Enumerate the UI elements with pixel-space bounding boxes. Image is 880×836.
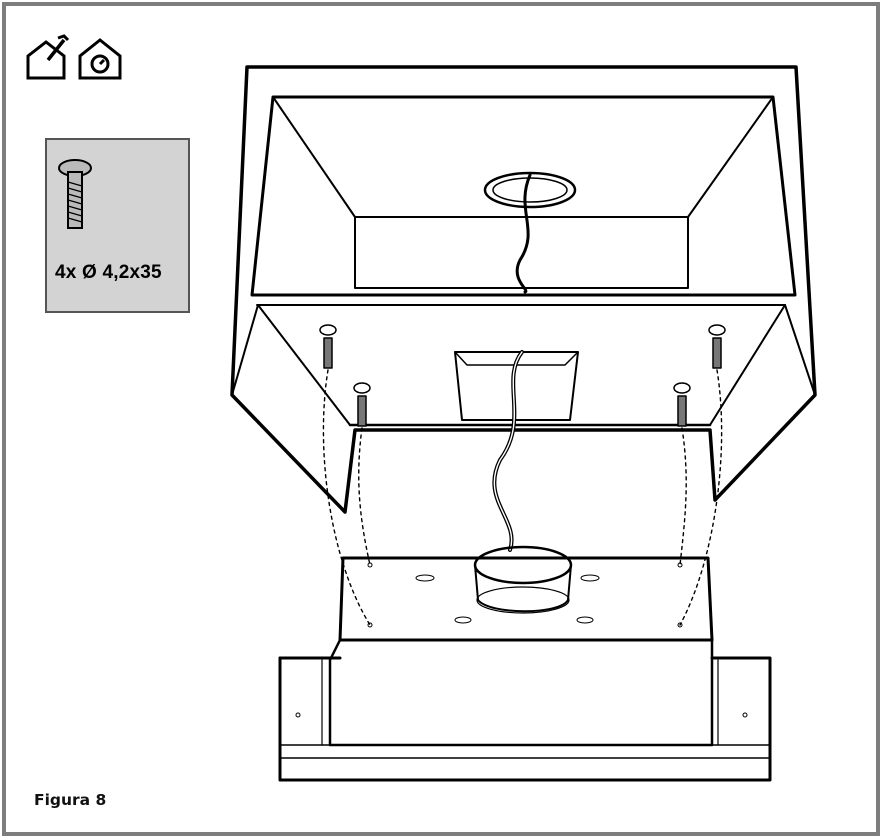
house-with-drill-icon — [26, 34, 70, 80]
power-cable — [492, 173, 532, 552]
screws — [319, 324, 726, 427]
screw-quantity-label: 4x Ø 4,2x35 — [55, 262, 162, 283]
screw-guides — [322, 369, 723, 626]
figure-caption: Figura 8 — [34, 791, 107, 809]
installation-icons — [26, 34, 122, 80]
screw-specification-card: 4x Ø 4,2x35 — [45, 138, 190, 313]
screw-icon — [58, 159, 92, 229]
wall-cabinet — [230, 65, 817, 514]
house-with-screw-icon — [78, 38, 122, 80]
cooker-hood — [278, 545, 772, 782]
